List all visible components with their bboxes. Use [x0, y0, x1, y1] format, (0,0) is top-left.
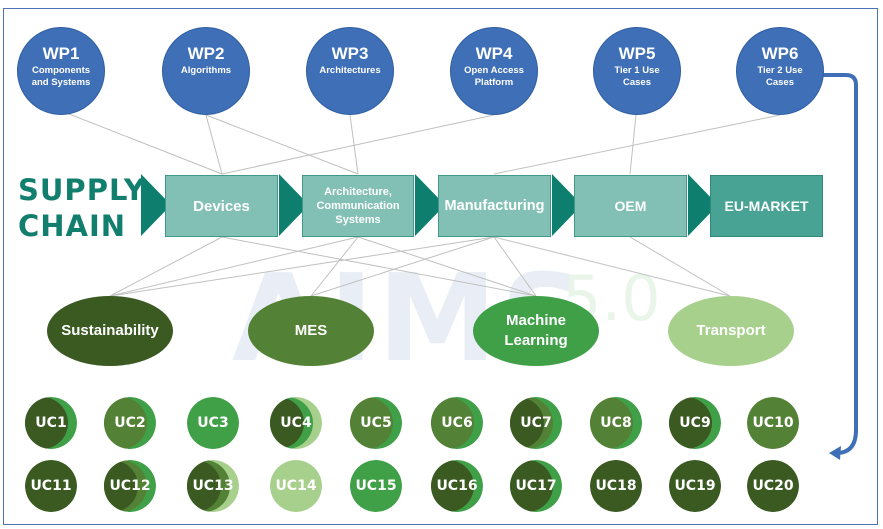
use-case-label: UC1	[35, 415, 67, 431]
link-wp-stage	[205, 114, 223, 175]
use-case-uc20: UC20	[747, 460, 799, 512]
wp-id: WP5	[618, 44, 656, 63]
use-case-uc11: UC11	[25, 460, 77, 512]
use-case-label: UC10	[752, 415, 794, 431]
use-case-label: UC18	[595, 478, 637, 494]
use-case-uc7: UC7	[510, 397, 562, 449]
use-case-label: UC2	[114, 415, 146, 431]
wp-label: Algorithms	[180, 65, 232, 76]
use-case-uc8: UC8	[590, 397, 642, 449]
work-package-wp2: WP2 Algorithms	[162, 27, 250, 115]
use-case-uc16: UC16	[431, 460, 483, 512]
supply-chain-title: SUPPLY CHAIN	[18, 172, 146, 244]
use-case-uc10: UC10	[747, 397, 799, 449]
use-case-label: UC20	[752, 478, 794, 494]
use-case-label: UC17	[515, 478, 557, 494]
stage-architecture-communication: Architecture, Communication Systems	[302, 175, 414, 237]
wp-id: WP2	[187, 44, 225, 63]
stage-eu-market: EU-MARKET	[710, 175, 823, 237]
stage-oem: OEM	[574, 175, 687, 237]
link-stage-area	[493, 236, 731, 297]
use-case-label: UC8	[600, 415, 632, 431]
wp-label: Tier 2 Use Cases	[757, 65, 803, 88]
stage-devices: Devices	[165, 175, 278, 237]
use-case-label: UC6	[441, 415, 473, 431]
wp-label: Open Access Platform	[464, 65, 524, 88]
use-case-label: UC5	[360, 415, 392, 431]
link-wp-stage	[63, 111, 223, 175]
use-case-label: UC15	[355, 478, 397, 494]
work-package-wp6: WP6 Tier 2 Use Cases	[736, 27, 824, 115]
link-wp-stage	[349, 114, 359, 175]
use-case-label: UC7	[520, 415, 552, 431]
use-case-label: UC13	[192, 478, 234, 494]
wp-label: Tier 1 Use Cases	[614, 65, 660, 88]
wp-id: WP4	[475, 44, 513, 63]
work-package-wp1: WP1 Components and Systems	[17, 27, 105, 115]
use-case-uc14: UC14	[270, 460, 322, 512]
use-case-uc17: UC17	[510, 460, 562, 512]
wp-id: WP1	[42, 44, 80, 63]
wp-label: Architectures	[319, 65, 381, 76]
stage-manufacturing: Manufacturing	[438, 175, 551, 237]
link-stage-area	[221, 236, 537, 297]
link-stage-area	[109, 236, 223, 297]
use-case-uc19: UC19	[669, 460, 721, 512]
supply-chain-title-line2: CHAIN	[18, 209, 127, 243]
use-case-label: UC12	[109, 478, 151, 494]
wp-id: WP6	[761, 44, 799, 63]
focus-area-sustainability: Sustainability	[47, 296, 173, 366]
work-package-wp4: WP4 Open Access Platform	[450, 27, 538, 115]
supply-chain-title-line1: SUPPLY	[18, 173, 146, 207]
link-stage-area	[109, 236, 495, 297]
link-wp-stage	[221, 114, 495, 175]
wp-id: WP3	[331, 44, 369, 63]
use-case-label: UC14	[275, 478, 317, 494]
link-stage-area	[629, 236, 731, 297]
use-case-uc9: UC9	[669, 397, 721, 449]
link-wp-stage	[205, 114, 359, 175]
focus-area-machine-learning: Machine Learning	[473, 296, 599, 366]
use-case-uc4: UC4	[270, 397, 322, 449]
link-wp-stage	[629, 114, 637, 175]
use-case-label: UC4	[280, 415, 312, 431]
use-case-uc2: UC2	[104, 397, 156, 449]
connector-line	[822, 73, 858, 455]
use-case-uc12: UC12	[104, 460, 156, 512]
use-case-label: UC9	[679, 415, 711, 431]
use-case-uc6: UC6	[431, 397, 483, 449]
use-case-label: UC19	[674, 478, 716, 494]
focus-area-transport: Transport	[668, 296, 794, 366]
wp-label: Components and Systems	[31, 65, 91, 88]
link-stage-area	[109, 236, 359, 297]
link-stage-area	[493, 236, 537, 297]
use-case-label: UC3	[197, 415, 229, 431]
use-case-uc15: UC15	[350, 460, 402, 512]
arrow-head-icon	[829, 446, 841, 460]
link-wp-stage	[493, 114, 781, 175]
link-stage-area	[310, 236, 359, 297]
use-case-label: UC16	[436, 478, 478, 494]
use-case-uc3: UC3	[187, 397, 239, 449]
use-case-uc13: UC13	[187, 460, 239, 512]
work-package-wp5: WP5 Tier 1 Use Cases	[593, 27, 681, 115]
use-case-label: UC11	[30, 478, 72, 494]
use-case-uc5: UC5	[350, 397, 402, 449]
link-stage-area	[310, 236, 495, 297]
work-package-wp3: WP3 Architectures	[306, 27, 394, 115]
use-case-uc18: UC18	[590, 460, 642, 512]
use-case-uc1: UC1	[25, 397, 77, 449]
link-stage-area	[357, 236, 537, 297]
focus-area-mes: MES	[248, 296, 374, 366]
